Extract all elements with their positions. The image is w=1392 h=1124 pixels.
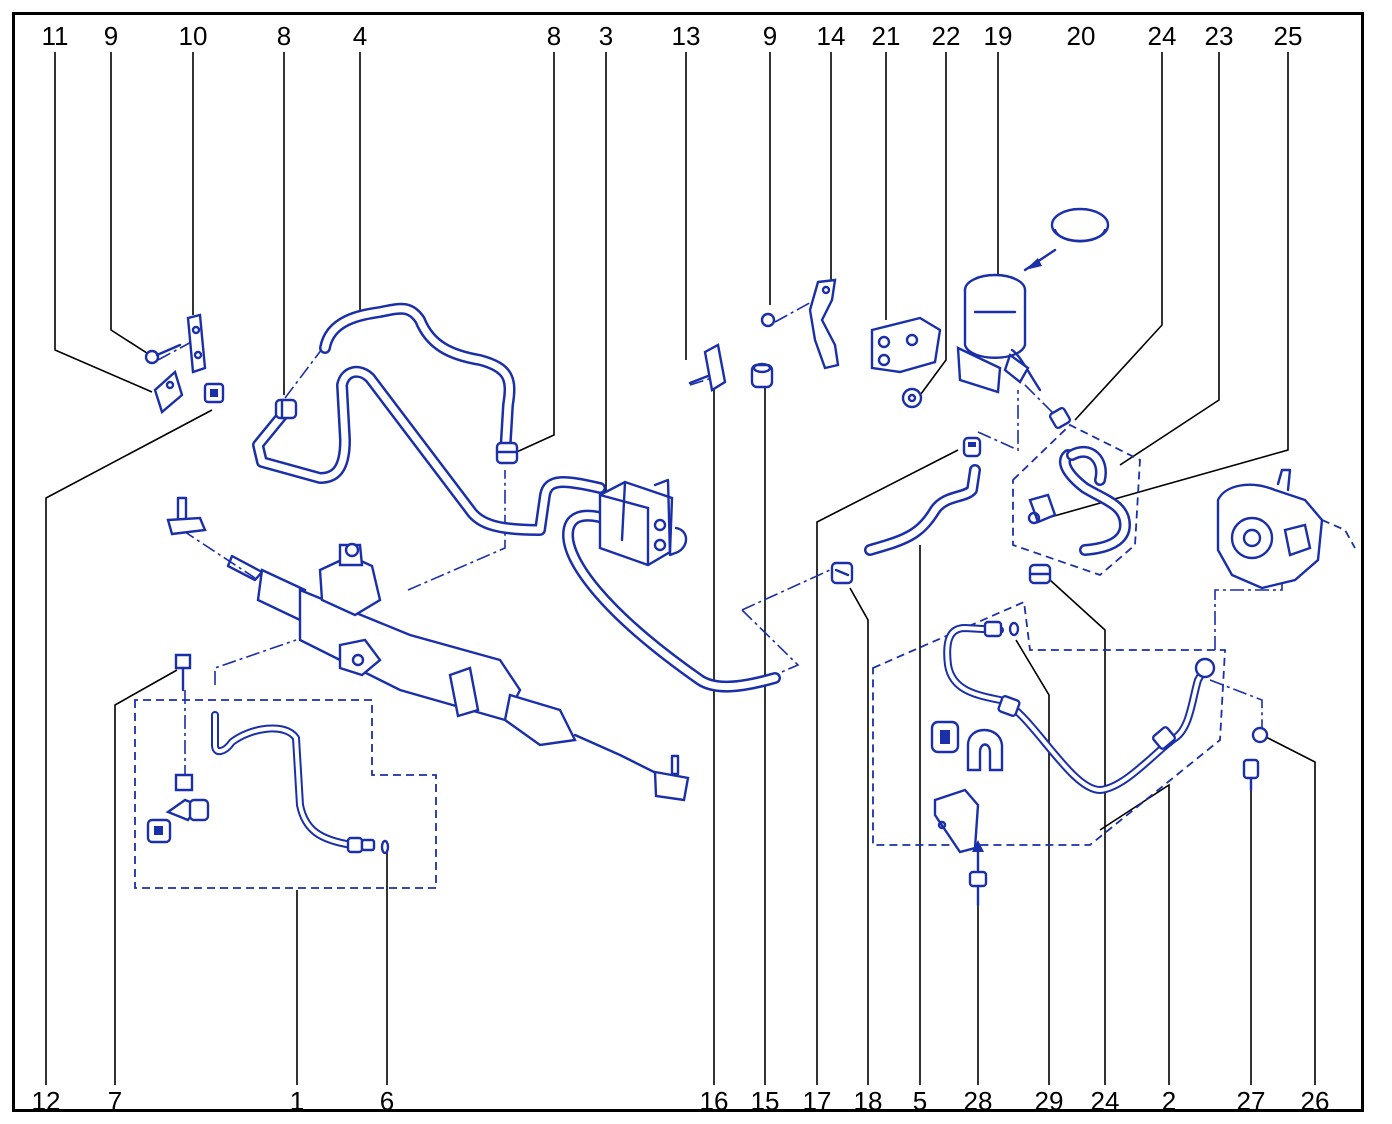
label-bottom-14: 27 (1237, 1086, 1266, 1116)
label-top-12: 22 (932, 21, 961, 51)
label-top-13: 19 (984, 21, 1013, 51)
oil-cooler-3 (598, 478, 688, 567)
label-bottom-9: 5 (913, 1086, 927, 1116)
hose-4 (319, 302, 516, 461)
label-bottom-12: 24 (1091, 1086, 1120, 1116)
label-bottom-15: 26 (1301, 1086, 1330, 1116)
label-bottom-10: 28 (964, 1086, 993, 1116)
reservoir-19 (956, 273, 1042, 394)
label-top-2: 9 (104, 21, 118, 51)
hose-1 (211, 711, 390, 855)
outline-hose-23 (1012, 423, 1141, 577)
label-bottom-5: 16 (700, 1086, 729, 1116)
bolt-9-right (760, 312, 776, 328)
label-bottom-11: 29 (1035, 1086, 1064, 1116)
fitting-24-bottom (1028, 563, 1052, 585)
clamp-8-right (495, 441, 519, 465)
top-labels: 11 9 10 8 4 8 3 13 9 14 21 22 19 20 24 2… (42, 21, 1303, 51)
cap-20 (1023, 207, 1110, 272)
label-bottom-7: 17 (803, 1086, 832, 1116)
grommet-12 (203, 382, 225, 404)
label-top-16: 23 (1205, 21, 1234, 51)
bracket-21 (870, 316, 942, 374)
bolt-28 (968, 870, 988, 907)
clip-25 (1027, 493, 1057, 525)
label-top-1: 11 (42, 21, 69, 51)
grommet-set-right (930, 720, 1004, 772)
bolt-9-left (144, 343, 182, 365)
hose-2 (943, 620, 1216, 794)
label-bottom-6: 15 (751, 1086, 780, 1116)
label-bottom-2: 7 (108, 1086, 122, 1116)
clip-13 (688, 343, 727, 392)
fitting-17 (962, 436, 982, 458)
fitting-24-top (1048, 406, 1072, 430)
bracket-28 (933, 788, 984, 872)
steering-rack (166, 496, 690, 802)
hose-5 (864, 464, 981, 556)
label-top-3: 10 (179, 21, 208, 51)
bracket-11 (153, 369, 184, 415)
outline-hose-1 (134, 699, 437, 889)
bottom-labels: 12 7 1 6 16 15 17 18 5 28 29 24 2 27 26 (32, 1086, 1330, 1116)
label-top-10: 14 (817, 21, 846, 51)
nut-22 (901, 387, 923, 409)
cooler-pipes-3 (252, 365, 781, 693)
label-bottom-4: 6 (380, 1086, 394, 1116)
label-top-8: 13 (672, 21, 701, 51)
bushing-15 (750, 362, 774, 389)
label-top-11: 21 (872, 21, 901, 51)
clamp-18 (830, 561, 854, 585)
label-top-9: 9 (763, 21, 777, 51)
label-top-15: 24 (1148, 21, 1177, 51)
label-top-14: 20 (1067, 21, 1096, 51)
label-bottom-8: 18 (854, 1086, 883, 1116)
label-top-7: 3 (599, 21, 613, 51)
bolt-7 (174, 653, 194, 792)
label-bottom-13: 2 (1162, 1086, 1176, 1116)
bracket-10 (186, 313, 207, 374)
label-bottom-3: 1 (290, 1086, 304, 1116)
washer-26 (1251, 726, 1269, 744)
bracket-14 (808, 278, 840, 370)
label-top-4: 8 (277, 21, 291, 51)
outline-hose-2 (872, 600, 1226, 846)
label-top-5: 4 (353, 21, 367, 51)
label-bottom-1: 12 (32, 1086, 61, 1116)
leader-lines (45, 52, 1316, 1085)
power-steering-pump (1216, 468, 1356, 590)
label-top-6: 8 (547, 21, 561, 51)
diagram-frame (12, 12, 1364, 1112)
bolt-27 (1242, 758, 1260, 792)
grommet-set-left (146, 798, 210, 844)
label-top-17: 25 (1274, 21, 1303, 51)
clamp-8-left (274, 398, 298, 420)
hose-23 (1058, 445, 1131, 556)
